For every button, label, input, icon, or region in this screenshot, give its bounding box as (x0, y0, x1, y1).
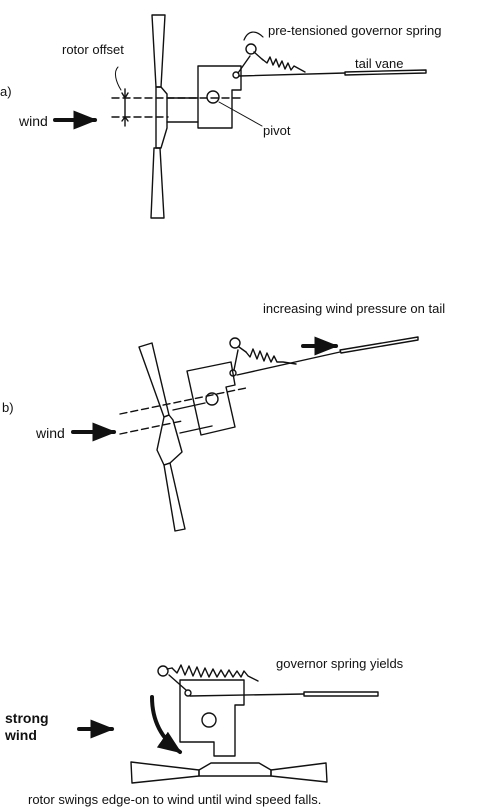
strong-wind-label-line1: strong (5, 710, 49, 726)
tail-vane-label: tail vane (355, 56, 404, 71)
pivot-circle (201, 712, 217, 728)
swing-arrow (150, 695, 182, 754)
strong-wind-label-line2: wind (5, 727, 37, 743)
pivot-label: pivot (263, 123, 291, 138)
governor-spring (171, 664, 259, 682)
spring-yields-label: governor spring yields (276, 656, 404, 671)
left-blade (130, 761, 200, 784)
governor-spring (245, 348, 297, 365)
lower-blade (163, 462, 186, 532)
rotor-offset-label: rotor offset (62, 42, 124, 57)
wind-label-a: wind (19, 113, 48, 129)
lower-blade (150, 147, 165, 219)
upper-blade (138, 342, 170, 418)
spring-label: pre-tensioned governor spring (268, 23, 442, 38)
pivot-circle (205, 392, 219, 406)
tail-vane (344, 69, 427, 76)
nacelle-body (179, 679, 245, 757)
right-blade (270, 762, 328, 783)
upper-blade (151, 14, 166, 88)
hub (155, 86, 168, 149)
panel-b-label: b) (2, 400, 14, 415)
wind-label-b: wind (36, 425, 65, 441)
panel-a-label: a) (0, 84, 12, 99)
caption: rotor swings edge-on to wind until wind … (28, 792, 322, 807)
hub (156, 414, 183, 466)
nacelle-body (186, 361, 236, 436)
nacelle-body (197, 65, 242, 129)
hub (198, 762, 272, 777)
tail-vane (303, 691, 379, 697)
governor-spring (261, 56, 306, 73)
tail-pressure-label: increasing wind pressure on tail (263, 301, 446, 316)
pivot-circle (206, 90, 220, 104)
panel-b-drawing (71, 336, 419, 532)
panel-a-drawing (53, 14, 427, 219)
tail-vane (339, 336, 419, 354)
panel-c-drawing (77, 664, 379, 784)
